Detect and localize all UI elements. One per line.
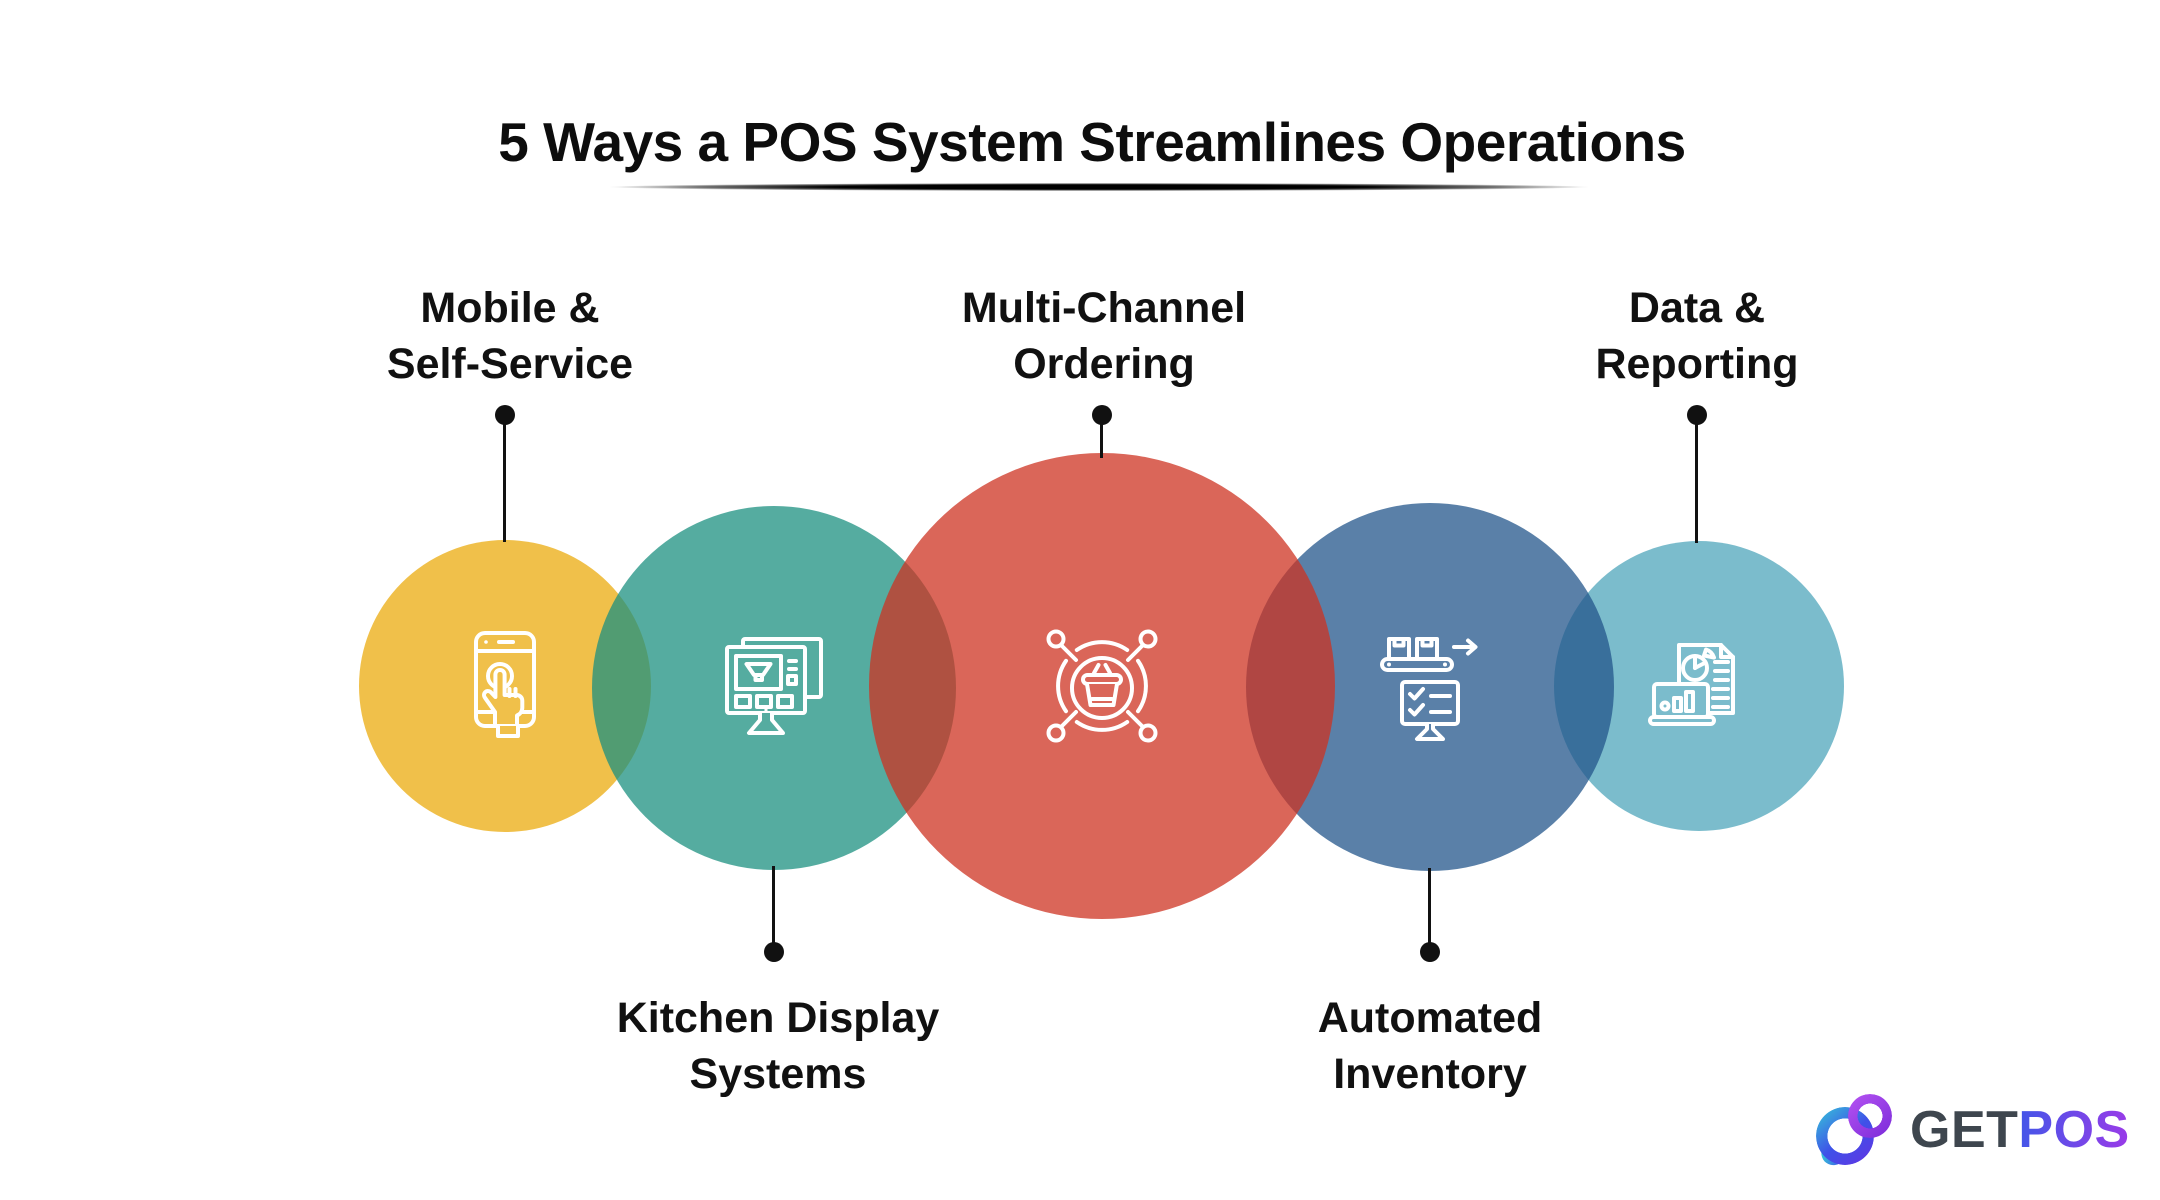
circle-multi-channel-ordering xyxy=(869,453,1335,919)
connector-line-multi-channel xyxy=(1100,420,1103,458)
data-reporting-icon xyxy=(1648,640,1750,732)
label-line: Self-Service xyxy=(386,340,634,388)
label-line: Ordering xyxy=(1013,340,1195,388)
label-line: Reporting xyxy=(1595,340,1799,388)
connector-line-inventory xyxy=(1428,868,1431,946)
gp-mark-p-ring xyxy=(1848,1094,1892,1138)
connector-line-mobile xyxy=(503,420,506,542)
label-automated-inventory: Automated Inventory xyxy=(1190,990,1670,1102)
multi-channel-basket-icon xyxy=(1036,620,1168,752)
page-title: 5 Ways a POS System Streamlines Operatio… xyxy=(498,111,1686,173)
label-line: Mobile & xyxy=(420,284,600,332)
logo-text-get: GET xyxy=(1910,1101,2019,1159)
label-kitchen-display-systems: Kitchen Display Systems xyxy=(538,990,1018,1102)
label-line: Automated xyxy=(1317,994,1543,1042)
label-line: Data & xyxy=(1628,284,1766,332)
label-line: Kitchen Display xyxy=(616,994,940,1042)
connector-dot-data-reporting xyxy=(1687,405,1707,425)
circle-mobile-self-service xyxy=(359,540,651,832)
logo-text: GETPOS xyxy=(1910,1100,2130,1160)
connector-dot-inventory xyxy=(1420,942,1440,962)
connector-dot-multi-channel xyxy=(1092,405,1112,425)
connector-dot-kitchen xyxy=(764,942,784,962)
title-underline xyxy=(608,183,1590,191)
label-line: Inventory xyxy=(1333,1050,1527,1098)
logo-text-pos: POS xyxy=(2018,1101,2130,1159)
mobile-touch-icon xyxy=(472,630,538,742)
label-data-reporting: Data & Reporting xyxy=(1457,280,1937,392)
label-multi-channel-ordering: Multi-Channel Ordering xyxy=(864,280,1344,392)
label-line: Multi-Channel xyxy=(961,284,1247,332)
label-mobile-self-service: Mobile & Self-Service xyxy=(270,280,750,392)
inventory-conveyor-icon xyxy=(1376,630,1484,744)
connector-line-kitchen xyxy=(772,866,775,946)
label-line: Systems xyxy=(689,1050,867,1098)
connector-dot-mobile xyxy=(495,405,515,425)
kitchen-display-icon xyxy=(719,635,829,741)
connector-line-data-reporting xyxy=(1695,420,1698,543)
getpos-gp-mark-icon xyxy=(1816,1092,1892,1168)
getpos-logo: GETPOS xyxy=(1816,1092,2130,1168)
